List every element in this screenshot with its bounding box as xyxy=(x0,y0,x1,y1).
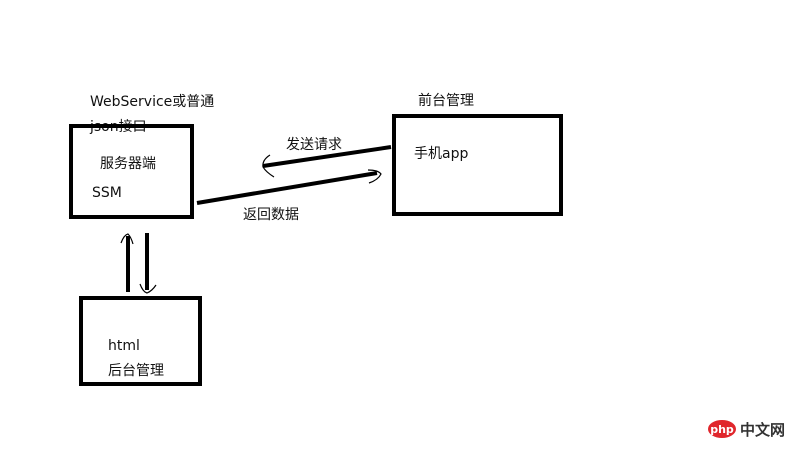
request-arrow xyxy=(262,145,392,168)
frontend-label: 前台管理 xyxy=(418,92,474,109)
php-cn-logo: php 中文网 xyxy=(708,420,785,439)
frontend-title: 手机app xyxy=(414,146,468,162)
backend-box xyxy=(79,296,202,386)
request-label: 发送请求 xyxy=(286,137,342,153)
down-arrowhead-icon xyxy=(139,283,157,294)
response-label: 返回数据 xyxy=(243,207,299,223)
backend-label: 后台管理 xyxy=(108,363,164,379)
server-note-line1: WebService或普通 xyxy=(90,94,214,110)
response-arrowhead-icon xyxy=(367,169,382,184)
server-subtitle: SSM xyxy=(92,185,122,201)
server-title: 服务器端 xyxy=(100,156,156,172)
php-logo-badge xyxy=(708,420,736,438)
php-logo-badge-text: php xyxy=(710,423,734,436)
response-arrow xyxy=(196,171,378,205)
up-arrowhead-icon xyxy=(120,233,134,245)
server-box xyxy=(69,124,194,219)
backend-title: html xyxy=(108,338,140,354)
request-arrowhead-icon xyxy=(262,154,275,178)
php-logo-text: 中文网 xyxy=(740,421,785,439)
frontend-box xyxy=(392,114,563,216)
